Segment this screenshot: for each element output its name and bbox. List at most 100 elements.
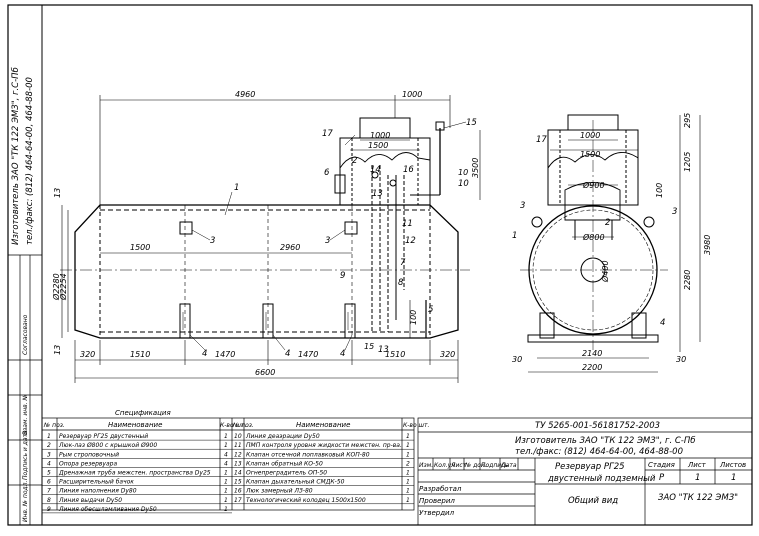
spec-row-qty: 1 (406, 442, 410, 449)
side-callout-3a: 3 (520, 201, 525, 211)
callout-f17: 17 (322, 129, 333, 139)
spec-row-qty: 1 (406, 470, 410, 477)
side-dim-2280: 2280 (683, 270, 692, 290)
callout-f8: 8 (398, 278, 404, 288)
spec-row-name: Люк-лаз Ø800 с крышкой Ø900 (58, 442, 157, 449)
spec-row-name: Линия наполнения Dу80 (58, 488, 137, 495)
spec-row-name: Линия деаэрации Dу50 (245, 433, 320, 440)
front-view (60, 117, 470, 339)
dim-b1510a: 1510 (130, 350, 150, 359)
spec-row-qty: 4 (224, 451, 228, 458)
spec-row-qty: 1 (406, 451, 410, 458)
spec-row-qty: 1 (224, 442, 228, 449)
spec-row-pos: 12 (234, 451, 242, 458)
dim-b320a: 320 (80, 350, 95, 359)
support-2 (262, 303, 274, 339)
spec-title: Спецификация (115, 409, 171, 417)
side-dim-30a: 30 (512, 355, 522, 364)
spec-hdr-qty-r: К-во шт. (403, 422, 430, 429)
margin-label-sign: Подпись и дата (22, 430, 29, 480)
side-dim-1205: 1205 (683, 152, 692, 172)
spec-hdr-qty-l: К-во шт. (220, 422, 247, 429)
spec-row-qty: 1 (224, 433, 228, 440)
side-dim-100: 100 (655, 183, 664, 198)
callout-f14: 14 (370, 165, 381, 175)
spec-row-pos: 15 (234, 479, 242, 486)
dim-d2280: Ø2280 (51, 273, 61, 301)
dim-b15: 15 (364, 342, 374, 351)
dim-4960: 4960 (235, 90, 255, 99)
dim-span-1500: 1500 (130, 243, 150, 252)
spec-row-qty: 1 (224, 506, 228, 513)
dim-h10: 10 (458, 168, 468, 177)
spec-row-name: Опора резервуара (59, 460, 117, 467)
tb-sheet-hdr: Лист (687, 461, 707, 469)
left-margin (8, 254, 42, 525)
spec-row-name: Огнепреградитель ОП-50 (246, 470, 327, 477)
spec-row-qty: 1 (224, 497, 228, 504)
side-dim-30b: 30 (676, 355, 686, 364)
callout-f5: 5 (428, 305, 433, 315)
tb-maker-2: тел./факс: (812) 464-64-00, 464-88-00 (515, 447, 683, 457)
spec-row-qty: 1 (224, 488, 228, 495)
callout-f13a: 13 (378, 345, 389, 355)
spec-row-pos: 17 (234, 497, 242, 504)
spec-row-qty: 1 (224, 470, 228, 477)
tb-product-1: Резервуар РГ25 (555, 462, 625, 472)
front-callouts (189, 121, 467, 351)
callout-f12: 12 (405, 236, 416, 246)
spec-row-pos: 5 (47, 470, 51, 477)
side-dimensions (528, 115, 701, 373)
callout-f7: 7 (400, 258, 406, 268)
callout-f9: 9 (340, 271, 345, 281)
spec-row-pos: 6 (47, 479, 51, 486)
spec-row-name: Резервуар РГ25 двустенный (59, 433, 148, 440)
spec-row-qty: 1 (406, 479, 410, 486)
side-callout-1: 1 (512, 231, 517, 241)
side-dim-d800: Ø800 (582, 232, 605, 242)
side-dim-3980: 3980 (703, 235, 712, 255)
side-view (520, 114, 668, 350)
spec-row-name: Технологический колодец 1500х1500 (246, 497, 366, 504)
spec-rows: 1 Резервуар РГ25 двустенный 12 Люк-лаз Ø800… (42, 433, 414, 514)
dim-6600: 6600 (255, 368, 275, 377)
callout-f4b: 4 (285, 349, 290, 359)
spec-row-pos: 13 (234, 460, 242, 467)
tb-rev-h4: Подпись (481, 462, 508, 469)
callout-f10: 10 (458, 179, 469, 189)
spec-row-qty: 1 (406, 488, 410, 495)
dim-13: 13 (53, 188, 62, 198)
spec-row-pos: 10 (234, 433, 242, 440)
spec-row-name: Линия обесшламливания Dу50 (58, 506, 157, 513)
tb-role-1: Проверил (419, 497, 455, 505)
spec-row-name: Клапан дыхательный СМДК-50 (246, 479, 345, 486)
callout-f4a: 4 (202, 349, 207, 359)
callout-f15: 15 (466, 118, 477, 128)
spec-row-name: Линия выдачи Dу50 (58, 497, 122, 504)
support-3 (344, 303, 356, 339)
side-callout-3b: 3 (672, 207, 677, 217)
side-dim-1000: 1000 (580, 131, 600, 140)
margin-label-replace: Взам. инв. № (22, 394, 29, 435)
dim-1000-top: 1000 (402, 90, 422, 99)
dim-d2254: Ø2254 (58, 273, 68, 301)
spec-row-name: ПМП контроля уровня жидкости межстен. пр… (246, 442, 402, 449)
side-dim-2200: 2200 (582, 363, 602, 372)
spec-row-qty: 4 (224, 460, 228, 467)
side-support-right (631, 312, 647, 339)
spec-row-name: Клапан обратный КО-50 (246, 460, 323, 467)
spec-row-name: Клапан отсечной поплавковый КОП-80 (246, 451, 370, 458)
tb-view-name: Общий вид (568, 496, 618, 506)
stamp-line-1: Изготовитель ЗАО "ТК 122 ЭМЗ", г.С-Пб (11, 67, 21, 245)
spec-row-qty: 1 (406, 497, 410, 504)
tb-rev-h5: Дата (500, 462, 517, 469)
spec-hdr-pos-l: № поз. (43, 422, 65, 429)
tb-rev-h1: Кол.уч (434, 462, 455, 469)
spec-row-qty: 1 (406, 433, 410, 440)
spec-row-pos: 7 (47, 488, 51, 495)
spec-row-pos: 8 (47, 497, 51, 504)
spec-row-pos: 11 (234, 442, 242, 449)
side-dim-d900: Ø900 (582, 180, 605, 190)
side-callout-2: 2 (605, 218, 610, 228)
spec-row-pos: 1 (47, 433, 51, 440)
